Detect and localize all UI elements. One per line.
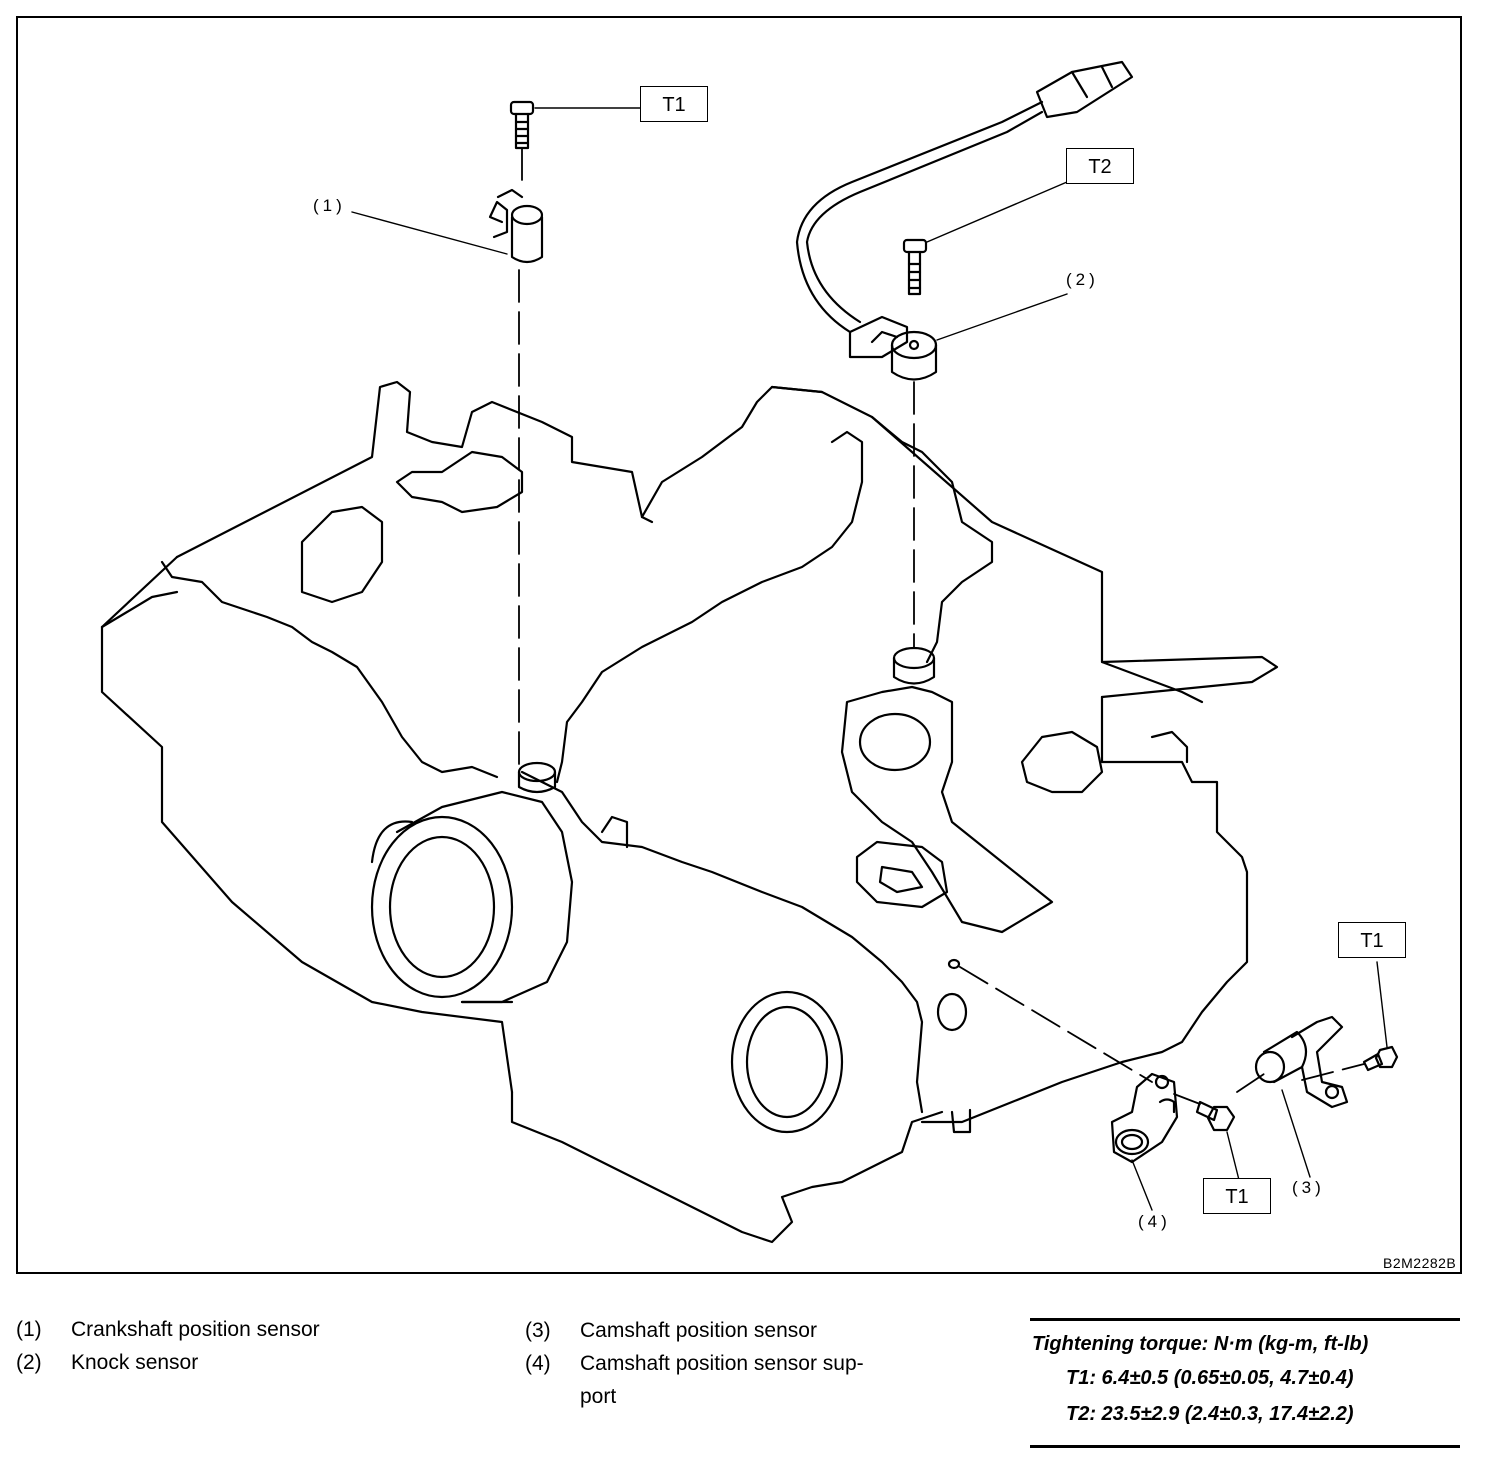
cam-pulley bbox=[730, 990, 844, 1134]
callout-3: (3) bbox=[1292, 1178, 1325, 1197]
torque-tag-t1-top: T1 bbox=[640, 86, 708, 122]
torque-heading: Tightening torque: N·m (kg-m, ft-lb) bbox=[1032, 1333, 1369, 1355]
engine-block bbox=[100, 380, 1279, 1244]
legend-text: Knock sensor bbox=[71, 1351, 199, 1374]
torque-tag-t2: T2 bbox=[1066, 148, 1134, 184]
crankshaft-position-sensor bbox=[488, 188, 544, 264]
callout-4: (4) bbox=[1138, 1212, 1171, 1231]
legend-num: (4) bbox=[525, 1352, 551, 1375]
leader-lines bbox=[351, 107, 1388, 1211]
engine-sensor-diagram bbox=[100, 60, 1399, 1244]
legend-num: (3) bbox=[525, 1319, 551, 1342]
alignment-lines bbox=[518, 147, 1365, 1105]
support-bolt bbox=[1195, 1100, 1236, 1132]
torque-t2: T2: 23.5±2.9 (2.4±0.3, 17.4±2.2) bbox=[1066, 1403, 1354, 1425]
camshaft-position-sensor bbox=[1254, 1015, 1349, 1109]
legend-num: (1) bbox=[16, 1318, 42, 1341]
cam-sensor-bolt bbox=[1362, 1045, 1399, 1072]
torque-tag-t1-right: T1 bbox=[1338, 922, 1406, 958]
legend-text: port bbox=[580, 1385, 617, 1408]
diagram-frame bbox=[16, 16, 1462, 1274]
crank-sensor-bolt bbox=[509, 100, 535, 150]
legend-text: Camshaft position sensor bbox=[580, 1319, 817, 1342]
figure-id: B2M2282B bbox=[1383, 1255, 1457, 1271]
torque-spec-box: Tightening torque: N·m (kg-m, ft-lb) T1:… bbox=[1030, 1318, 1460, 1448]
torque-tag-t1-bottom: T1 bbox=[1203, 1178, 1271, 1214]
callout-1: (1) bbox=[313, 196, 346, 215]
knock-sensor bbox=[795, 60, 1134, 381]
crank-pulley bbox=[370, 790, 574, 1004]
callout-2: (2) bbox=[1066, 270, 1099, 289]
knock-sensor-bolt bbox=[902, 238, 928, 296]
camshaft-sensor-support bbox=[1110, 1072, 1179, 1164]
legend-num: (2) bbox=[16, 1351, 42, 1374]
legend-text: Camshaft position sensor sup- bbox=[580, 1352, 864, 1375]
legend-text: Crankshaft position sensor bbox=[71, 1318, 320, 1341]
torque-t1: T1: 6.4±0.5 (0.65±0.05, 4.7±0.4) bbox=[1066, 1367, 1354, 1389]
